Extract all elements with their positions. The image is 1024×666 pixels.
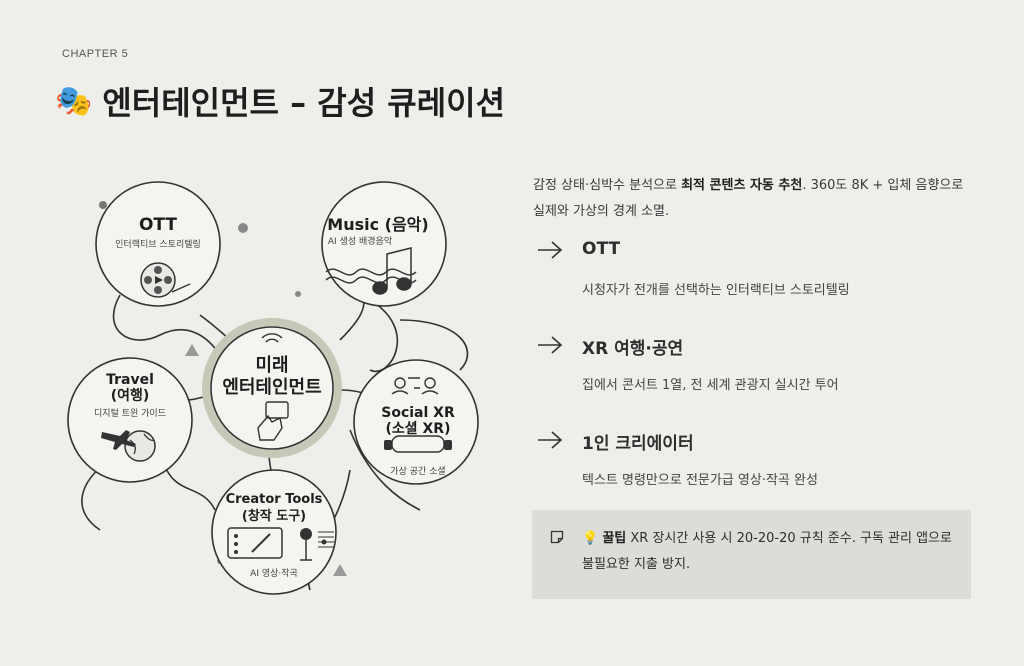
feature-description: 텍스트 명령만으로 전문가급 영상·작곡 완성 xyxy=(582,473,818,488)
social-xr-node-title-line2: (소셜 XR) xyxy=(385,421,450,437)
tip-label: 꿀팁 xyxy=(602,531,627,546)
ott-node: OTT 인터랙티브 스토리텔링 xyxy=(95,181,221,307)
film-reel-icon xyxy=(140,262,191,298)
tip-box: 💡 꿀팁 XR 장시간 사용 시 20-20-20 규칙 준수. 구독 관리 앱… xyxy=(532,510,971,599)
page-title: 🎭 엔터테인먼트 – 감성 큐레이션 xyxy=(55,78,505,124)
arrow-right-icon xyxy=(538,431,563,449)
center-title-line2: 엔터테인먼트 xyxy=(222,377,321,398)
creator-tools-node: Creator Tools (창작 도구) AI 영상·작곡 xyxy=(211,469,337,595)
feature-heading: 1인 크리에이터 xyxy=(582,434,694,454)
lightbulb-icon: 💡 xyxy=(582,531,599,546)
travel-node-title-line1: Travel xyxy=(106,372,154,388)
music-note-icon xyxy=(325,247,417,295)
chapter-label: CHAPTER 5 xyxy=(62,48,129,60)
feature-heading: XR 여행·공연 xyxy=(582,339,684,359)
feature-description: 집에서 콘서트 1열, 전 세계 관광지 실시간 투어 xyxy=(582,378,839,393)
arrow-right-icon xyxy=(538,241,563,259)
page-title-text: 엔터테인먼트 – 감성 큐레이션 xyxy=(102,84,506,122)
intro-text-bold: 최적 콘텐츠 자동 추천 xyxy=(681,178,803,193)
center-node: 미래 엔터테인먼트 xyxy=(202,318,342,458)
music-node: Music (음악) AI 생성 배경음악 xyxy=(321,181,447,307)
people-link-icon xyxy=(391,377,439,395)
intro-text-end: . 360도 8K + 입체 음향으로 실제와 가상의 경계 소멸. xyxy=(533,178,964,219)
center-title-line1: 미래 xyxy=(255,355,288,376)
vr-headset-icon xyxy=(384,435,452,453)
globe-airplane-icon xyxy=(101,430,156,462)
travel-node: Travel (여행) 디지털 트윈 가이드 xyxy=(67,357,193,483)
feature-heading: OTT xyxy=(582,239,621,259)
ott-node-title: OTT xyxy=(139,215,177,235)
note-icon xyxy=(550,530,564,544)
tip-text: 💡 꿀팁 XR 장시간 사용 시 20-20-20 규칙 준수. 구독 관리 앱… xyxy=(582,526,952,578)
creator-tools-node-subtitle: AI 영상·작곡 xyxy=(250,568,298,579)
arrow-right-icon xyxy=(538,336,563,354)
wifi-icon xyxy=(261,333,283,343)
social-xr-node-subtitle: 가상 공간 소셜 xyxy=(390,466,445,477)
theater-masks-icon: 🎭 xyxy=(55,83,93,119)
music-node-subtitle: AI 생성 배경음악 xyxy=(328,235,392,247)
intro-text-start: 감정 상태·심박수 분석으로 xyxy=(533,178,682,193)
travel-node-subtitle: 디지털 트윈 가이드 xyxy=(94,407,166,419)
travel-node-title-line2: (여행) xyxy=(111,387,150,404)
intro-paragraph: 감정 상태·심박수 분석으로 최적 콘텐츠 자동 추천. 360도 8K + 입… xyxy=(533,173,973,225)
tip-body: XR 장시간 사용 시 20-20-20 규칙 준수. 구독 관리 앱으로 불필… xyxy=(582,531,952,572)
creator-tools-node-title-line2: (창작 도구) xyxy=(242,508,306,524)
ott-node-subtitle: 인터랙티브 스토리텔링 xyxy=(115,238,201,250)
hand-touch-icon xyxy=(257,401,289,441)
tablet-microphone-icon xyxy=(227,527,334,561)
creator-tools-node-title-line1: Creator Tools xyxy=(226,492,323,507)
social-xr-node-title-line1: Social XR xyxy=(381,405,455,421)
social-xr-node: Social XR (소셜 XR) 가상 공간 소셜 xyxy=(353,359,479,485)
feature-description: 시청자가 전개를 선택하는 인터랙티브 스토리텔링 xyxy=(582,283,850,298)
entertainment-diagram: 미래 엔터테인먼트 OTT 인터랙티브 스토리텔링 Music (음악) AI … xyxy=(67,181,479,595)
music-node-title: Music (음악) xyxy=(327,215,428,234)
